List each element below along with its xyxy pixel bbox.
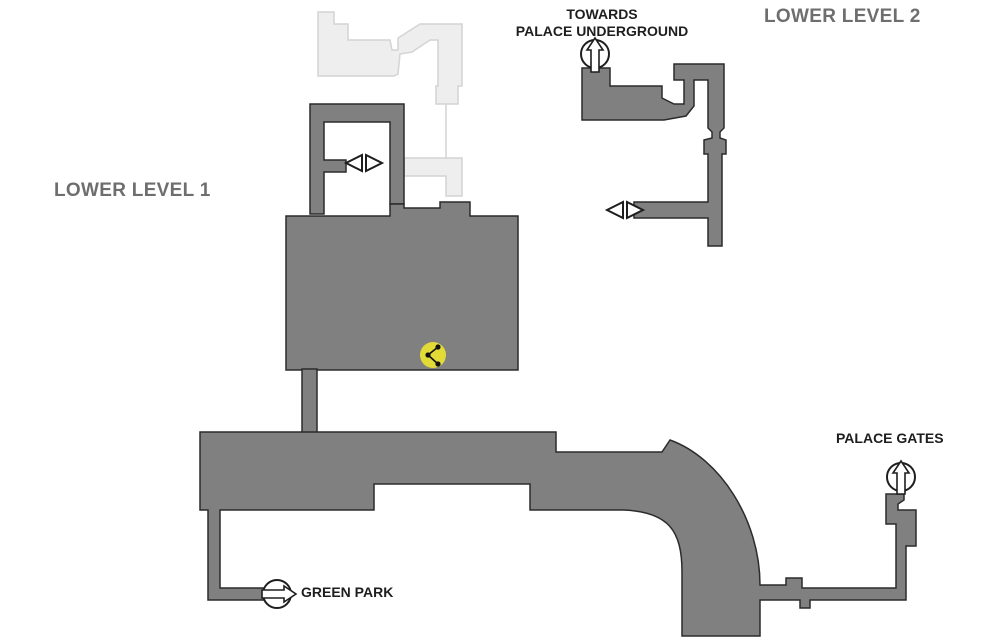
exit-label-palace-gates: PALACE GATES bbox=[836, 430, 944, 446]
current-location-marker-icon[interactable] bbox=[420, 342, 446, 368]
stairs-icon-right bbox=[604, 200, 646, 220]
main-hall bbox=[285, 201, 519, 371]
green-park-right-arrow-icon bbox=[261, 579, 298, 609]
exit-label-line-1: TOWARDS bbox=[566, 6, 638, 22]
hall-connector bbox=[301, 368, 318, 434]
exit-label-towards-palace-underground: TOWARDS PALACE UNDERGROUND bbox=[496, 6, 708, 40]
faded-upper-structure bbox=[317, 11, 463, 197]
level-label-lower-2: LOWER LEVEL 2 bbox=[764, 6, 921, 27]
exit-label-green-park: GREEN PARK bbox=[301, 584, 394, 600]
exit-label-line-2: PALACE UNDERGROUND bbox=[515, 23, 689, 39]
lower-concourse bbox=[199, 431, 917, 637]
exit-up-arrow-icon bbox=[580, 36, 610, 73]
level-label-lower-1: LOWER LEVEL 1 bbox=[54, 180, 211, 201]
stairs-icon-left bbox=[343, 153, 385, 173]
lower-level-2-passage bbox=[581, 63, 727, 247]
palace-gates-up-arrow-icon bbox=[886, 459, 916, 495]
